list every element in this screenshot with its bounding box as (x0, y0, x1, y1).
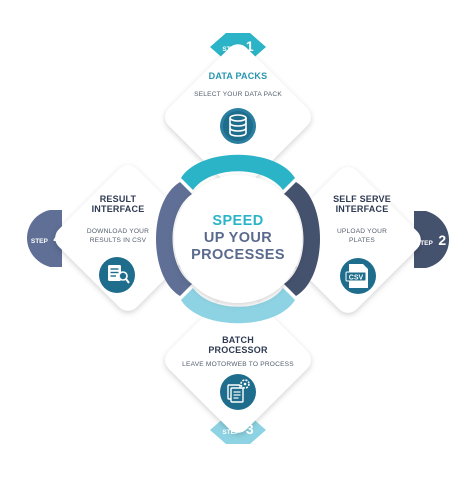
center-title: SPEED UP YOUR PROCESSES (178, 213, 298, 264)
csv-file-icon: CSV (340, 258, 376, 294)
step-1-title: DATA PACKS (208, 71, 268, 81)
step-3-word: STEP (222, 429, 240, 436)
step-1-word: STEP (222, 46, 240, 53)
step-3-card (165, 287, 311, 433)
search-document-icon (99, 257, 135, 293)
step-1-description: SELECT YOUR DATA PACK (194, 91, 282, 98)
step-4-description-line-1: DOWNLOAD YOUR (86, 228, 150, 235)
step-2-number: 2 (438, 232, 446, 248)
svg-text:STEP 1: STEP 1 (222, 38, 253, 55)
step-2-description: UPLOAD YOUR PLATES (316, 227, 408, 245)
database-icon (220, 108, 256, 144)
step-3-number: 3 (246, 421, 254, 437)
arc-left (156, 182, 192, 296)
svg-text:STEP 4: STEP 4 (31, 230, 61, 247)
arc-right (284, 182, 320, 296)
step-4-description-line-2: RESULTS IN CSV (89, 237, 147, 244)
batch-process-icon (220, 374, 256, 410)
step-4-tab (27, 210, 62, 267)
center-title-line-3: PROCESSES (191, 247, 285, 263)
arc-top (181, 154, 295, 190)
center-title-line-1: SPEED (212, 213, 264, 229)
arc-bottom (181, 288, 295, 324)
step-2-word: STEP (416, 240, 434, 247)
step-4-word: STEP (31, 238, 49, 245)
center-circle (174, 175, 302, 303)
step-4-title: RESULT INTERFACE (91, 194, 145, 214)
step-2-description-line-1: UPLOAD YOUR (336, 228, 388, 235)
svg-text:STEP 2: STEP 2 (416, 232, 446, 249)
step-3-description: LEAVE MOTORWEB TO PROCESS (182, 361, 294, 368)
step-2-tab (414, 211, 449, 268)
step-3-title: BATCH PROCESSOR (208, 335, 268, 355)
center-title-line-2: UP YOUR (203, 230, 273, 246)
step-4-description: DOWNLOAD YOUR RESULTS IN CSV (72, 227, 164, 245)
svg-text:CSV: CSV (349, 275, 364, 282)
step-4-number: 4 (53, 230, 61, 246)
step-1-number: 1 (246, 38, 254, 54)
step-2-description-line-2: PLATES (349, 237, 375, 244)
svg-text:STEP 3: STEP 3 (222, 421, 253, 438)
step-2-title: SELF SERVE INTERFACE (333, 194, 391, 214)
